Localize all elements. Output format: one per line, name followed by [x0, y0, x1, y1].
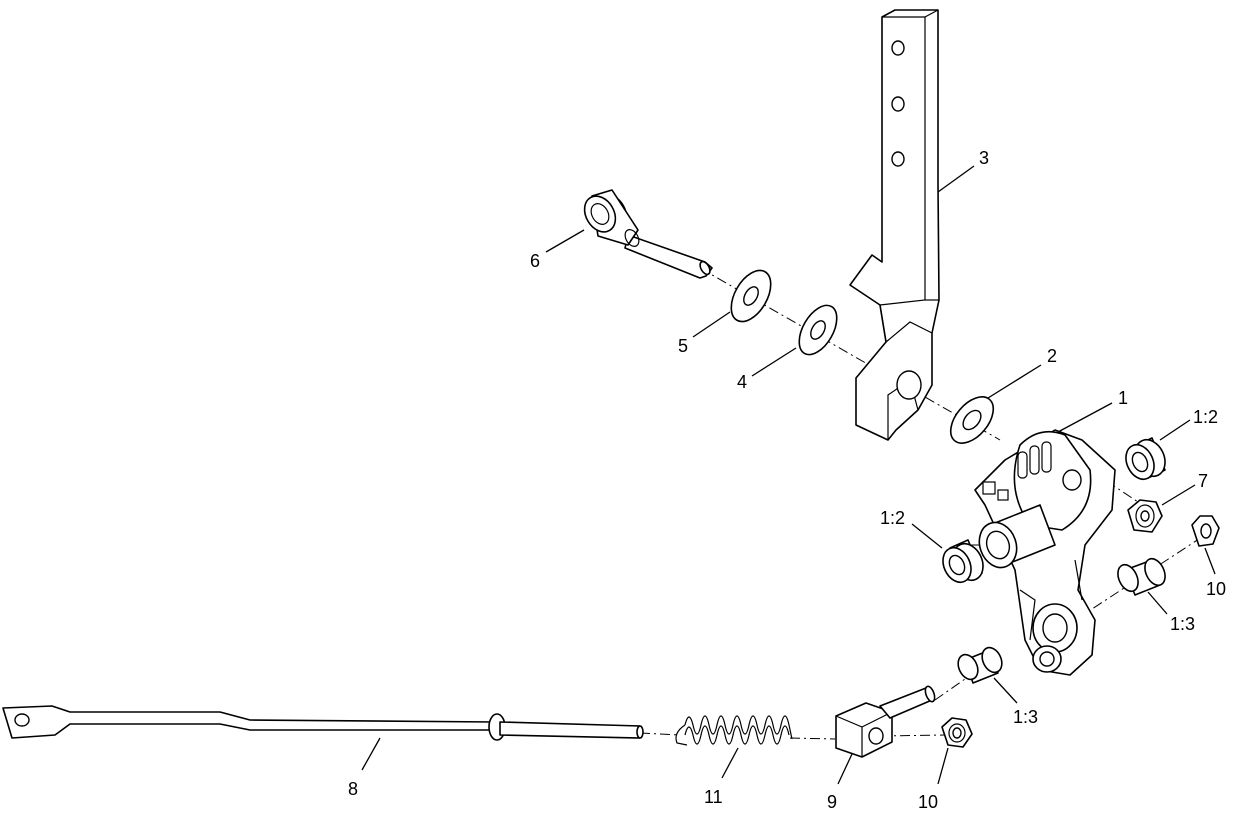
callout-4: 4 [737, 372, 747, 392]
callout-10-lower: 10 [918, 792, 938, 812]
leader-lines [361, 165, 1216, 785]
callout-6: 6 [530, 251, 540, 271]
spring-part-11 [675, 715, 793, 746]
nut-part-10-lower [941, 717, 973, 748]
callout-9: 9 [827, 792, 837, 812]
callout-1-2-lower: 1:2 [880, 508, 905, 528]
washer-part-2 [949, 396, 995, 444]
nut-part-10-upper [1191, 515, 1220, 547]
callout-10-upper: 10 [1206, 579, 1226, 599]
spacer-part-1-3-upper [1117, 557, 1166, 596]
washer-part-5 [730, 269, 772, 323]
nut-part-7 [1127, 499, 1163, 533]
pedal-arm-part-3 [849, 9, 940, 441]
swivel-block-part-9 [835, 685, 936, 758]
callout-5: 5 [678, 336, 688, 356]
bracket-hub [978, 504, 1056, 569]
control-rod-part-8 [2, 705, 644, 741]
bushing-part-1-2-upper [1125, 437, 1166, 481]
bushing-part-1-2-lower [942, 539, 984, 584]
callout-1-3-upper: 1:3 [1170, 614, 1195, 634]
callout-7: 7 [1198, 471, 1208, 491]
washer-part-4 [798, 304, 838, 356]
pivot-bracket-part-1 [974, 429, 1116, 676]
callout-8: 8 [348, 779, 358, 799]
callout-labels: 1 2 3 4 5 6 7 8 9 10 10 11 1:2 1:2 1:3 1… [348, 148, 1226, 812]
callout-11: 11 [704, 787, 723, 807]
callout-1-2-upper: 1:2 [1193, 407, 1218, 427]
callout-3: 3 [979, 148, 989, 168]
callout-1-3-lower: 1:3 [1013, 707, 1038, 727]
spacer-part-1-3-lower [957, 646, 1003, 684]
callout-2: 2 [1047, 346, 1057, 366]
callout-1: 1 [1118, 388, 1128, 408]
shoulder-bolt-part-6 [583, 189, 713, 279]
